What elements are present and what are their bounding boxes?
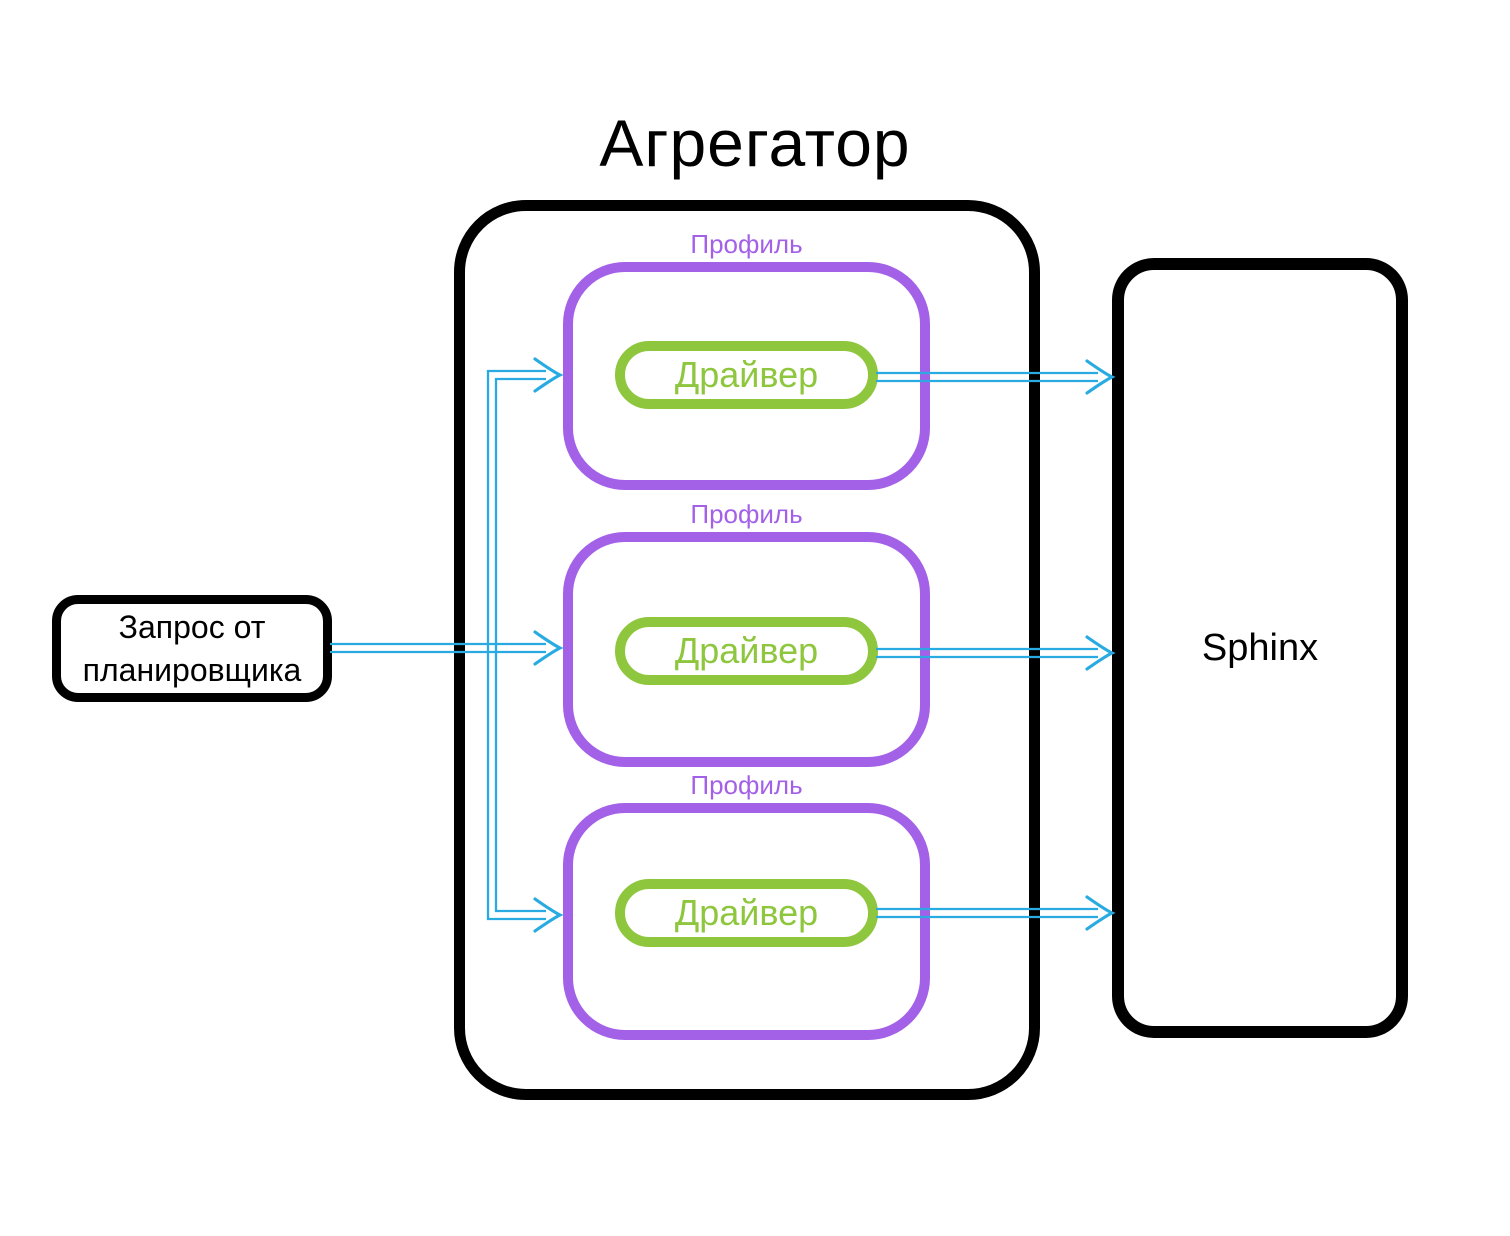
profile-3-label: Профиль — [690, 770, 803, 800]
scheduler-label: Запрос от планировщика — [82, 608, 302, 688]
profile-2-label: Профиль — [690, 499, 803, 529]
driver-3-node: Драйвер — [615, 879, 878, 947]
sphinx-node: Sphinx — [1112, 258, 1408, 1038]
driver-1-node: Драйвер — [615, 341, 878, 409]
driver-2-node: Драйвер — [615, 617, 878, 685]
sphinx-label: Sphinx — [1201, 626, 1319, 669]
driver-2-label: Драйвер — [674, 630, 819, 671]
scheduler-node: Запрос от планировщика — [52, 595, 332, 702]
driver-3-label: Драйвер — [674, 892, 819, 933]
profile-1-label: Профиль — [690, 229, 803, 259]
driver-1-label: Драйвер — [674, 354, 819, 395]
diagram-title: Агрегатор — [599, 106, 911, 180]
